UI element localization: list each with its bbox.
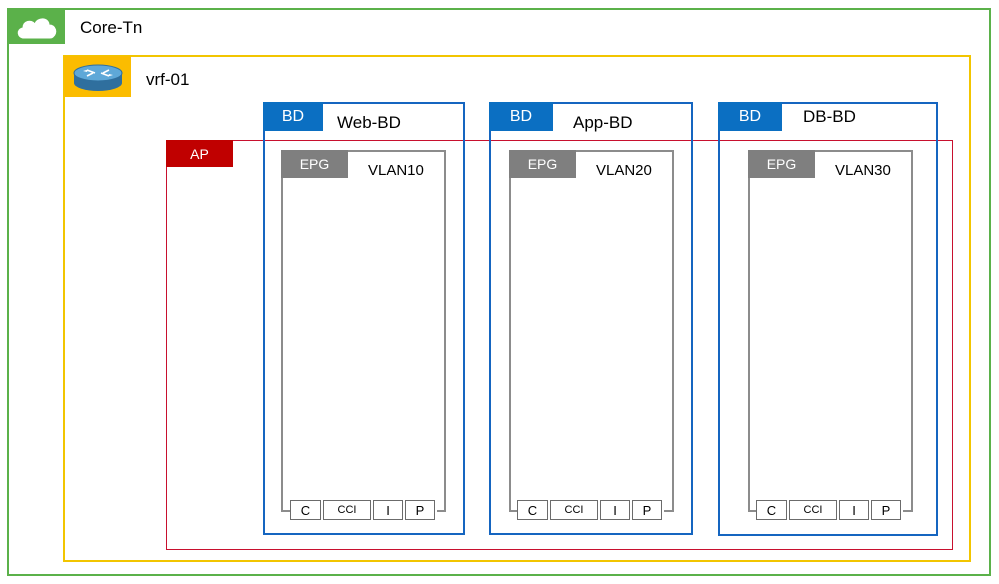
contract-c[interactable]: C [290, 500, 321, 520]
bd-name: DB-BD [803, 107, 856, 126]
epg-tag: EPG [281, 150, 348, 178]
router-icon [64, 56, 131, 97]
tenant-container [7, 8, 991, 576]
vlan-label: VLAN20 [596, 162, 652, 179]
cloud-icon [9, 10, 65, 44]
contract-i[interactable]: I [839, 500, 869, 520]
contract-c[interactable]: C [517, 500, 548, 520]
ap-tag: AP [166, 140, 233, 167]
contract-c[interactable]: C [756, 500, 787, 520]
bridge-domain-web [263, 102, 465, 535]
contract-p[interactable]: P [405, 500, 435, 520]
bd-tag: BD [489, 102, 553, 131]
epg-tag: EPG [748, 150, 815, 178]
epg-tag: EPG [509, 150, 576, 178]
contract-cci[interactable]: CCI [789, 500, 837, 520]
application-profile-container [166, 140, 953, 550]
bridge-domain-app [489, 102, 693, 535]
contract-i[interactable]: I [600, 500, 630, 520]
epg-container [509, 150, 674, 512]
vlan-label: VLAN10 [368, 162, 424, 179]
bd-tag: BD [718, 102, 782, 131]
bridge-domain-db [718, 102, 938, 536]
bd-name: App-BD [573, 113, 633, 132]
bd-tag: BD [263, 102, 323, 131]
epg-container [281, 150, 446, 512]
contract-row: C CCI I P [756, 500, 903, 520]
bd-name: Web-BD [337, 113, 401, 132]
vlan-label: VLAN30 [835, 162, 891, 179]
tenant-name: Core-Tn [80, 18, 143, 37]
vrf-container [63, 55, 971, 562]
contract-p[interactable]: P [871, 500, 901, 520]
contract-p[interactable]: P [632, 500, 662, 520]
contract-i[interactable]: I [373, 500, 403, 520]
contract-cci[interactable]: CCI [550, 500, 598, 520]
epg-container [748, 150, 913, 512]
contract-row: C CCI I P [517, 500, 664, 520]
vrf-name: vrf-01 [146, 70, 190, 89]
contract-row: C CCI I P [290, 500, 437, 520]
contract-cci[interactable]: CCI [323, 500, 371, 520]
